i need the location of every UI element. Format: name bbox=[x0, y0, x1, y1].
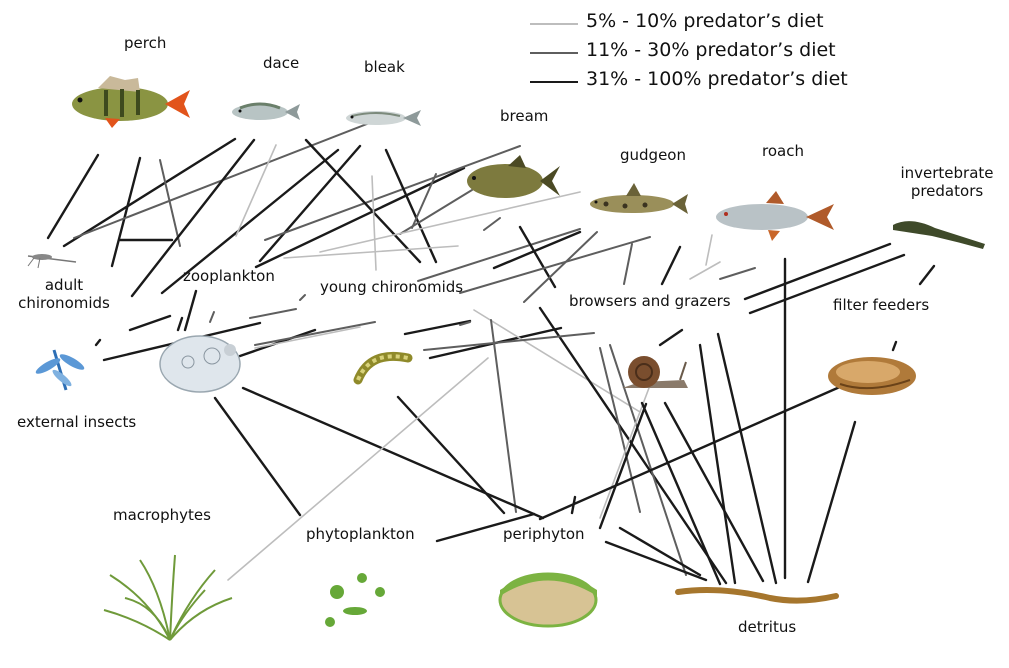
trophic-link bbox=[210, 312, 214, 322]
trophic-link bbox=[494, 232, 580, 268]
trophic-link bbox=[398, 397, 504, 513]
trophic-link bbox=[662, 247, 680, 284]
trophic-link bbox=[265, 146, 520, 240]
trophic-link bbox=[48, 155, 98, 238]
trophic-link bbox=[215, 398, 300, 515]
node-label-filter-feeders: filter feeders bbox=[833, 296, 929, 314]
trophic-link bbox=[178, 318, 182, 330]
trophic-link bbox=[720, 268, 755, 279]
trophic-link bbox=[540, 386, 842, 519]
legend-line-low bbox=[530, 23, 578, 25]
trophic-link bbox=[920, 266, 934, 284]
trophic-link bbox=[718, 334, 776, 583]
trophic-link bbox=[808, 422, 855, 582]
node-label-macrophytes: macrophytes bbox=[113, 506, 211, 524]
trophic-link bbox=[372, 176, 376, 270]
trophic-link bbox=[600, 372, 655, 518]
node-label-external-insects: external insects bbox=[17, 413, 136, 431]
trophic-link bbox=[320, 192, 580, 252]
trophic-link bbox=[624, 244, 632, 284]
trophic-link bbox=[418, 229, 580, 281]
legend-entry: 5% - 10% predator’s diet bbox=[530, 10, 890, 39]
trophic-link bbox=[96, 340, 100, 345]
node-label-invertebrate-predators: invertebrate predators bbox=[893, 164, 1001, 200]
trophic-link bbox=[491, 320, 516, 512]
node-label-zooplankton: zooplankton bbox=[183, 267, 275, 285]
node-label-periphyton: periphyton bbox=[503, 525, 585, 543]
trophic-link bbox=[706, 235, 712, 265]
trophic-link bbox=[104, 323, 260, 360]
node-label-adult-chironomids: adult chironomids bbox=[14, 276, 114, 312]
legend-label: 11% - 30% predator’s diet bbox=[586, 39, 836, 61]
trophic-link bbox=[130, 316, 170, 330]
trophic-link bbox=[255, 322, 375, 345]
trophic-link bbox=[572, 497, 575, 513]
legend-entry: 11% - 30% predator’s diet bbox=[530, 39, 890, 68]
trophic-link bbox=[893, 342, 896, 350]
trophic-link bbox=[690, 262, 720, 279]
node-label-young-chironomids: young chironomids bbox=[320, 278, 463, 296]
trophic-link bbox=[64, 139, 235, 246]
trophic-link bbox=[185, 291, 196, 330]
node-label-roach: roach bbox=[762, 142, 804, 160]
trophic-link bbox=[745, 244, 890, 299]
node-label-phytoplankton: phytoplankton bbox=[306, 525, 415, 543]
legend: 5% - 10% predator’s diet 11% - 30% preda… bbox=[530, 10, 890, 97]
trophic-link bbox=[260, 146, 360, 261]
trophic-link bbox=[405, 321, 470, 334]
legend-label: 31% - 100% predator’s diet bbox=[586, 68, 848, 90]
legend-label: 5% - 10% predator’s diet bbox=[586, 10, 824, 32]
trophic-link bbox=[306, 140, 420, 262]
trophic-link bbox=[484, 218, 500, 230]
trophic-link bbox=[250, 309, 296, 318]
trophic-link bbox=[255, 327, 360, 348]
node-label-dace: dace bbox=[263, 54, 299, 72]
node-label-detritus: detritus bbox=[738, 618, 796, 636]
node-label-browsers-grazers: browsers and grazers bbox=[569, 292, 731, 310]
node-label-perch: perch bbox=[124, 34, 166, 52]
trophic-link bbox=[424, 333, 594, 350]
node-label-bream: bream bbox=[500, 107, 548, 125]
legend-entry: 31% - 100% predator’s diet bbox=[530, 68, 890, 97]
trophic-link bbox=[386, 150, 436, 262]
node-label-gudgeon: gudgeon bbox=[620, 146, 686, 164]
node-label-bleak: bleak bbox=[364, 58, 405, 76]
trophic-link bbox=[236, 145, 276, 236]
legend-line-high bbox=[530, 81, 578, 83]
trophic-link bbox=[400, 190, 472, 234]
trophic-link bbox=[606, 542, 706, 580]
legend-line-mid bbox=[530, 52, 578, 54]
trophic-link bbox=[660, 330, 682, 345]
trophic-link bbox=[460, 237, 650, 293]
trophic-link bbox=[300, 295, 305, 300]
